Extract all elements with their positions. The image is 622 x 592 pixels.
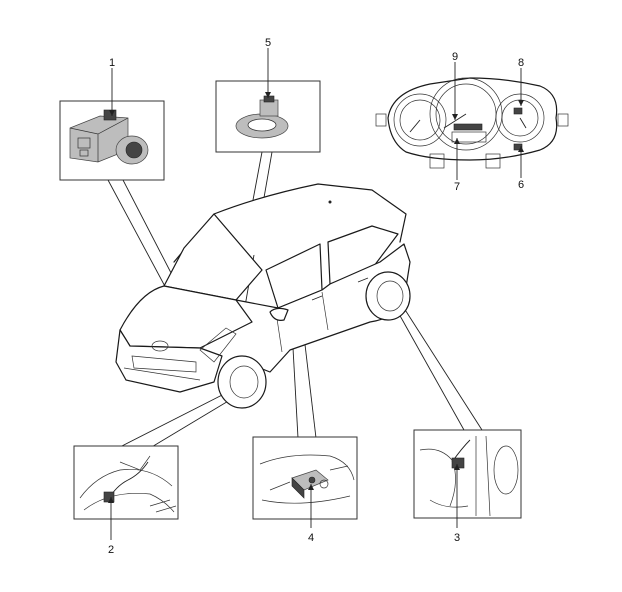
callout-number-7: 7	[454, 181, 460, 193]
callout-number-8: 8	[518, 57, 524, 69]
yaw-rate-sensor-illustration	[259, 454, 355, 504]
callout-number-9: 9	[452, 51, 458, 63]
rear-wheel-sensor-illustration	[419, 435, 519, 517]
callout-number-4: 4	[308, 532, 314, 544]
callout-number-6: 6	[518, 179, 524, 191]
callout-number-5: 5	[265, 37, 271, 49]
hecu-unit-illustration	[69, 109, 149, 165]
callout-number-2: 2	[108, 544, 114, 556]
callout-number-3: 3	[454, 532, 460, 544]
callout-box-4-yaw-rate-sensor	[252, 436, 358, 520]
vehicle-illustration	[115, 183, 411, 409]
callout-number-1: 1	[109, 57, 115, 69]
instrument-cluster-illustration	[375, 77, 569, 169]
steering-angle-sensor-illustration	[235, 95, 289, 139]
leader-lines	[107, 151, 483, 449]
callout-box-2-front-wheel-speed-sensor	[73, 445, 179, 520]
callout-pointers	[108, 48, 524, 540]
callout-box-3-rear-wheel-speed-sensor	[413, 429, 522, 519]
